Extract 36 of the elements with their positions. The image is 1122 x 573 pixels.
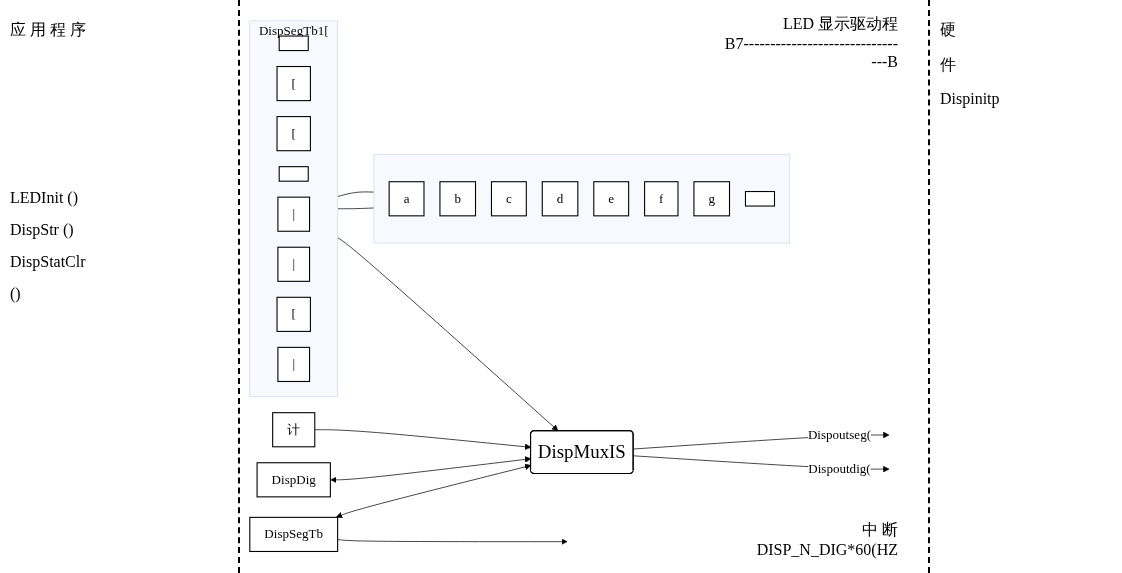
section-heading: 件	[940, 55, 956, 75]
node-box	[744, 191, 776, 207]
cluster	[373, 154, 791, 244]
node-box: |	[277, 247, 311, 283]
frequency-label: DISP_N_DIG*60(HZ	[756, 541, 898, 559]
function-name: ()	[10, 285, 21, 303]
node-box: |	[277, 196, 311, 233]
node-box: d	[541, 181, 579, 217]
function-name: LEDInit ()	[10, 189, 78, 207]
connector	[337, 191, 375, 198]
node-box: [	[276, 297, 311, 333]
bit-range-label: ---B	[871, 53, 898, 71]
node-box: g	[693, 181, 731, 217]
section-heading: 中 断	[862, 520, 898, 540]
node-box: 计	[272, 412, 316, 448]
node-box	[278, 166, 309, 183]
bit-range-label: B7-----------------------------	[724, 35, 898, 53]
function-name: Dispinitp	[940, 90, 1000, 108]
node-box: |	[277, 347, 311, 383]
node-box: DispSegTb	[249, 517, 339, 553]
node-box: DispDig	[256, 462, 331, 498]
node-box: [	[276, 116, 311, 152]
function-name: DispStatClr	[10, 253, 86, 271]
node-box: [	[276, 66, 311, 102]
edge-label: Dispoutdig(	[808, 461, 871, 477]
section-heading: 硬	[940, 20, 956, 40]
section-heading: 应 用 程 序	[10, 20, 86, 40]
node-box: e	[593, 181, 630, 217]
function-name: DispStr ()	[10, 221, 74, 239]
node-box: c	[490, 181, 527, 217]
section-heading: LED 显示驱动程	[782, 14, 898, 34]
node-box: f	[644, 181, 679, 217]
node-box: a	[388, 181, 425, 217]
edge-label: Dispoutseg(	[807, 427, 872, 443]
connector	[337, 207, 375, 210]
node-box: b	[439, 181, 477, 217]
